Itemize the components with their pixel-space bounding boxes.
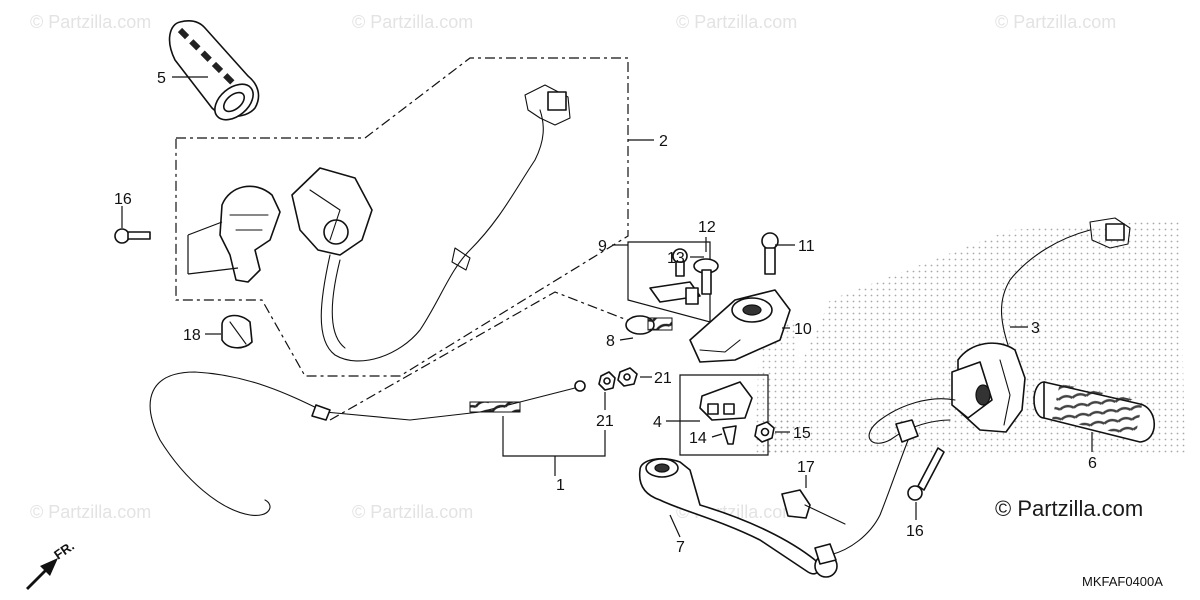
callout-2: 2 xyxy=(659,133,668,150)
callout-14: 14 xyxy=(689,430,707,447)
right-grip-part-6[interactable] xyxy=(1033,381,1155,443)
callout-9: 9 xyxy=(598,238,607,255)
callout-13: 13 xyxy=(667,250,685,267)
right-switch-housing-3[interactable] xyxy=(951,342,1026,433)
bolt-16-left[interactable] xyxy=(114,228,151,244)
screw-13[interactable] xyxy=(672,248,688,277)
watermark: © Partzilla.com xyxy=(995,12,1116,32)
callout-21-b: 21 xyxy=(596,413,614,430)
left-grip-part[interactable] xyxy=(168,20,260,127)
right-harness[interactable] xyxy=(814,217,1131,565)
assembly-outline-2 xyxy=(175,57,629,377)
callout-3: 3 xyxy=(1031,320,1040,337)
callouts: 1 2 3 4 5 6 7 8 9 10 11 12 13 14 15 16 1… xyxy=(114,70,1097,556)
callout-11: 11 xyxy=(798,238,815,255)
adjuster-8[interactable] xyxy=(625,315,673,335)
nut-21-a[interactable] xyxy=(598,371,616,391)
callout-16-left: 16 xyxy=(114,191,132,208)
tie-band-17[interactable] xyxy=(781,489,846,525)
group-outline-4 xyxy=(679,374,769,456)
callout-18: 18 xyxy=(183,327,201,344)
bolt-11[interactable] xyxy=(761,232,779,275)
callout-12: 12 xyxy=(698,219,716,236)
callout-21-a: 21 xyxy=(654,370,672,387)
switch-bracket-9[interactable] xyxy=(649,281,701,305)
callout-6: 6 xyxy=(1088,455,1097,472)
bolt-16-right[interactable] xyxy=(907,447,945,501)
clutch-cable[interactable] xyxy=(149,371,586,516)
watermark: © Partzilla.com xyxy=(676,12,797,32)
callout-4: 4 xyxy=(653,414,662,431)
nut-21-b[interactable] xyxy=(617,367,638,387)
callout-7: 7 xyxy=(676,539,685,556)
watermark: © Partzilla.com xyxy=(352,502,473,522)
callout-17: 17 xyxy=(797,459,815,476)
clutch-lever-7[interactable] xyxy=(638,458,838,578)
shaded-area-left xyxy=(755,320,800,455)
watermark: © Partzilla.com xyxy=(30,502,151,522)
direction-label: FR. xyxy=(51,538,77,562)
leader-lines xyxy=(121,76,1093,538)
left-switch-housing[interactable] xyxy=(219,167,373,283)
band-part-18[interactable] xyxy=(221,314,253,349)
clutch-switch-4[interactable] xyxy=(699,381,753,421)
direction-arrow: FR. xyxy=(26,538,77,590)
brand-watermark: © Partzilla.com xyxy=(995,496,1143,521)
lever-bracket-10[interactable] xyxy=(689,289,791,363)
left-harness[interactable] xyxy=(320,84,571,362)
screw-14[interactable] xyxy=(722,425,737,445)
callout-15: 15 xyxy=(793,425,811,442)
nut-15[interactable] xyxy=(754,421,775,443)
cable-link-line xyxy=(329,291,641,421)
bolt-12[interactable] xyxy=(693,258,719,295)
callout-10: 10 xyxy=(794,321,812,338)
callout-5: 5 xyxy=(157,70,166,87)
watermark: © Partzilla.com xyxy=(30,12,151,32)
callout-1: 1 xyxy=(556,477,565,494)
watermark: © Partzilla.com xyxy=(352,12,473,32)
diagram-code: MKFAF0400A xyxy=(1082,574,1163,589)
callout-8: 8 xyxy=(606,333,615,350)
callout-16-right: 16 xyxy=(906,523,924,540)
